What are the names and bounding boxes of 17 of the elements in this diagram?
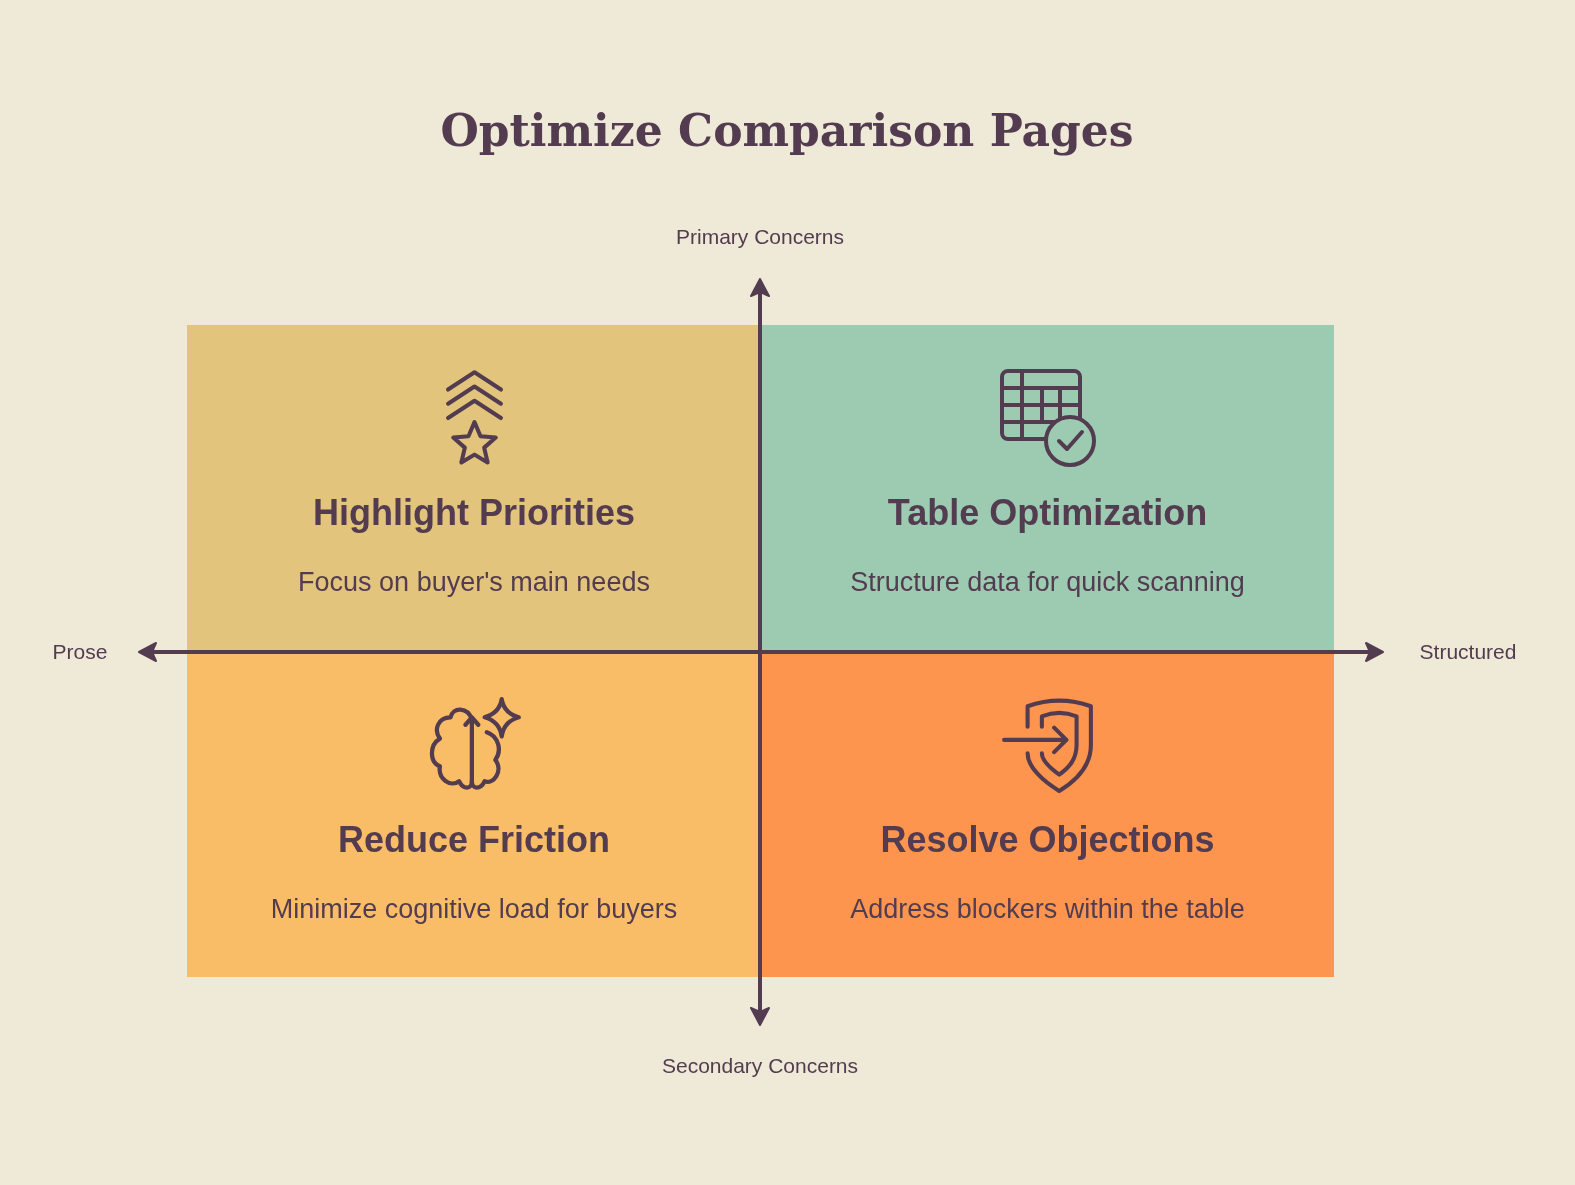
axis-label: Prose	[52, 639, 108, 665]
quadrant-title: Resolve Objections	[880, 818, 1215, 862]
title: Optimize Comparison Pages	[440, 104, 1134, 158]
axis-label: Structured	[1419, 639, 1517, 665]
quadrant-title: Table Optimization	[887, 491, 1208, 535]
quadrant-description: Address blockers within the table	[850, 893, 1245, 926]
axis-label: Secondary Concerns	[661, 1053, 859, 1079]
quadrant-description: Focus on buyer's main needs	[298, 566, 650, 599]
quadrant-description: Structure data for quick scanning	[850, 566, 1245, 599]
quadrant-title: Highlight Priorities	[313, 491, 635, 535]
quadrant-box	[761, 325, 1334, 652]
quadrant-box	[761, 652, 1334, 977]
quadrant-box	[187, 652, 761, 977]
axis-label: Primary Concerns	[676, 224, 844, 250]
quadrant-title: Reduce Friction	[337, 818, 610, 862]
quadrant-box	[187, 325, 761, 652]
quadrant-description: Minimize cognitive load for buyers	[270, 893, 678, 926]
